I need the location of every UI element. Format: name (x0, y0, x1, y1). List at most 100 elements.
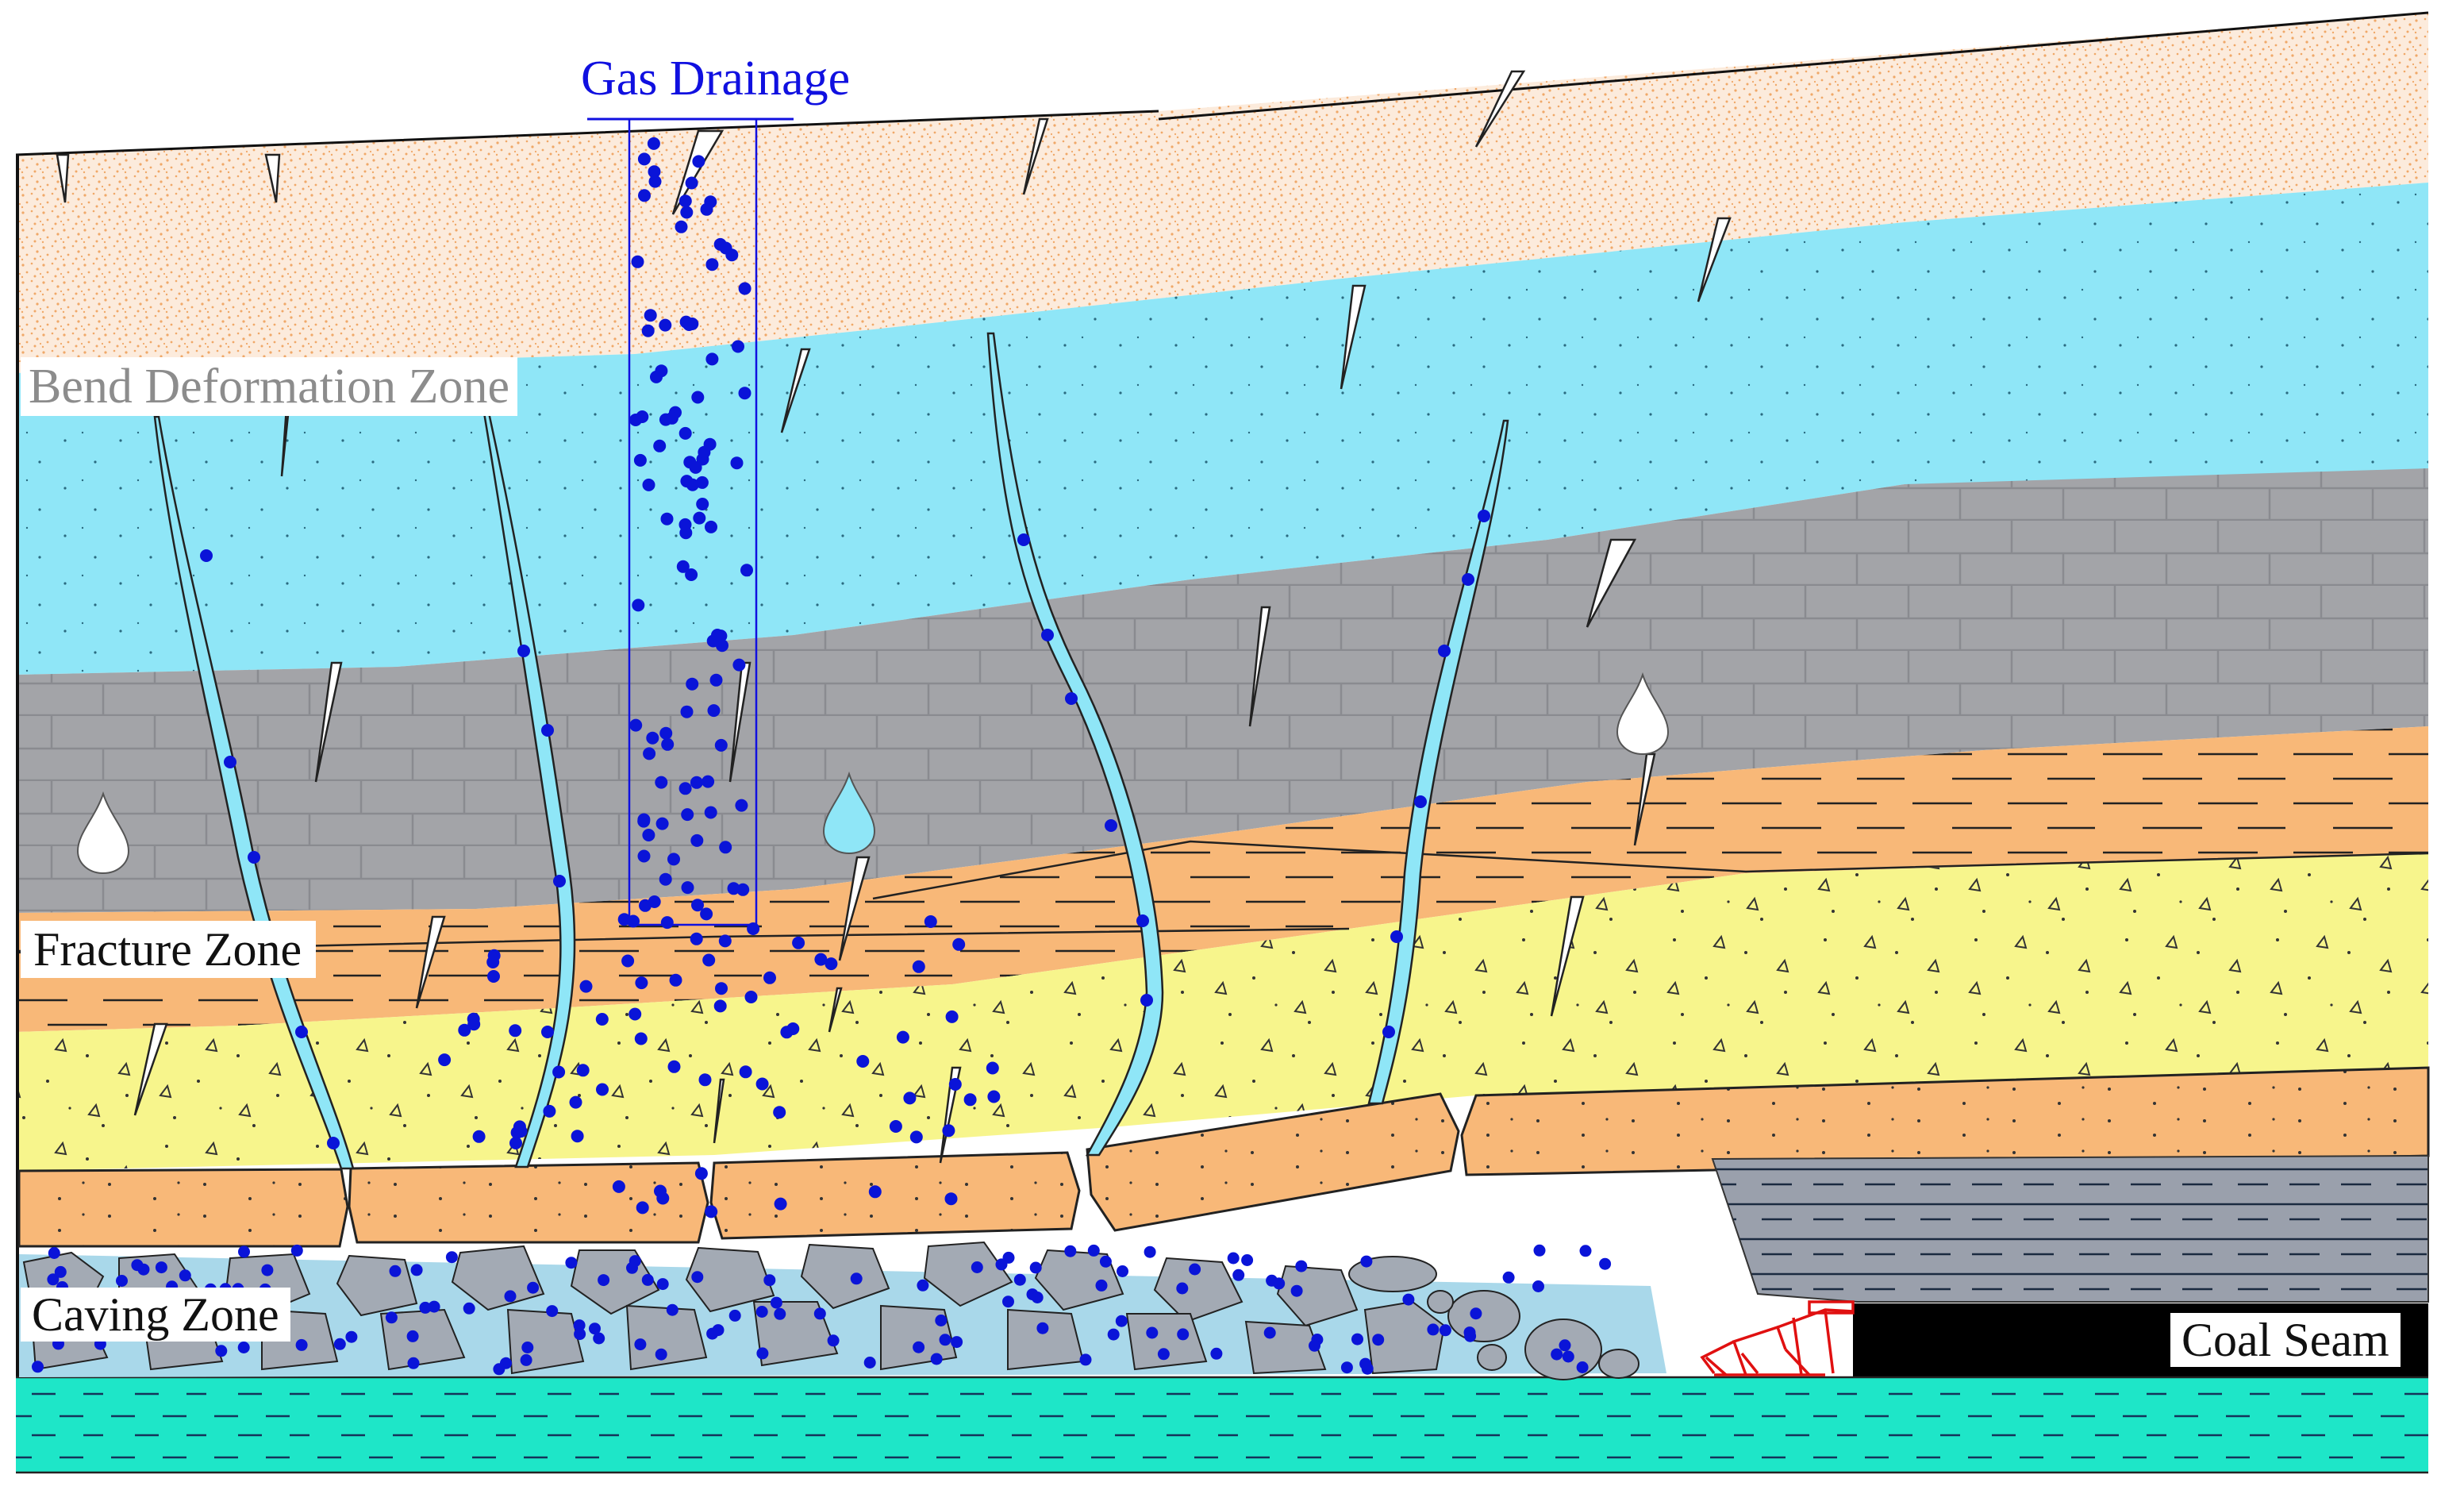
gas-bubble (719, 841, 732, 854)
mudstone-layer (16, 726, 2428, 1032)
gas-bubble (744, 991, 758, 1003)
gas-bubble (1031, 1292, 1044, 1303)
caving-zone-label: Caving Zone (21, 1288, 290, 1342)
gas-bubble (1002, 1295, 1014, 1308)
gas-bubble (546, 1305, 559, 1318)
gas-bubble (633, 453, 647, 467)
gas-bubble (642, 478, 655, 491)
gas-bubble (1372, 1334, 1385, 1346)
gas-bubble (1414, 795, 1427, 808)
gas-bubble (655, 1348, 667, 1361)
gas-bubble (627, 914, 640, 928)
gas-bubble (660, 512, 674, 525)
gas-bubble (732, 658, 746, 672)
gas-bubble (667, 1060, 681, 1073)
gas-bubble (763, 971, 776, 984)
gas-bubble (903, 1091, 917, 1105)
gas-bubble (747, 922, 760, 935)
gas-bubble (1263, 1326, 1276, 1339)
gas-bubble (1273, 1277, 1286, 1290)
gas-bubble (727, 882, 740, 895)
gas-bubble (641, 324, 655, 337)
water-drop-icon (76, 672, 1670, 875)
gas-bubble (678, 518, 692, 531)
gas-bubble (719, 241, 732, 255)
gas-bubble (659, 413, 672, 426)
gas-bubble (637, 849, 651, 863)
gas-bubble (647, 137, 660, 150)
gas-bubble (565, 1257, 578, 1269)
gas-bubble (32, 1361, 44, 1373)
gas-bubble (215, 1345, 228, 1357)
gas-bubble (667, 853, 680, 866)
gas-bubble (659, 872, 672, 886)
gas-bubble (863, 1357, 876, 1369)
gas-bubble (1439, 1324, 1451, 1337)
gas-bubble (1559, 1339, 1571, 1352)
gas-bubble (1017, 533, 1030, 546)
gas-bubble (909, 1130, 923, 1144)
gas-bubble (825, 957, 838, 971)
gas-bubble (632, 599, 645, 612)
gas-bubble (756, 1347, 769, 1360)
gas-bubble (290, 1244, 303, 1257)
gas-bubble (700, 907, 713, 921)
gas-bubble (419, 1301, 432, 1314)
gas-bubble (438, 1053, 452, 1067)
gas-bubble (700, 202, 713, 216)
gas-bubble (850, 1272, 863, 1285)
bend-deformation-zone-label: Bend Deformation Zone (21, 357, 518, 416)
gas-bubble (552, 1065, 566, 1079)
gas-bubble (1144, 1245, 1156, 1258)
gas-bubble (661, 737, 675, 751)
gas-bubble (653, 439, 667, 452)
sandstone-top-layer (16, 13, 2428, 373)
gas-bubble (509, 1137, 522, 1149)
gas-bubble (644, 309, 657, 322)
gas-bubble (656, 1278, 669, 1291)
gas-bubble (942, 1124, 955, 1138)
gas-bubble (410, 1264, 423, 1276)
gas-bubble (1065, 692, 1078, 705)
gas-bubble (389, 1265, 402, 1277)
gas-bubble (1095, 1279, 1108, 1292)
gas-bubble (666, 1303, 678, 1316)
gas-bubble (521, 1342, 534, 1353)
gas-bubble (1036, 1322, 1049, 1334)
gas-bubble (691, 1271, 704, 1284)
gas-bubble (718, 934, 732, 948)
gas-bubble (714, 738, 728, 752)
gas-drainage-borehole (587, 117, 794, 926)
gas-bubble (736, 883, 750, 896)
gas-bubble (715, 982, 728, 995)
gas-bubble (541, 1026, 554, 1038)
gas-bubble (237, 1342, 250, 1353)
gas-bubble (944, 1192, 958, 1206)
dark-slate-layer (1711, 1154, 2429, 1303)
gas-bubble (643, 747, 656, 760)
gas-bubble (407, 1357, 420, 1369)
gas-bubble (827, 1334, 840, 1347)
gas-bubble (621, 954, 635, 968)
gas-bubble (711, 629, 724, 641)
gas-bubble (641, 1273, 654, 1286)
gas-bubble (917, 1279, 929, 1292)
gas-bubble (1382, 1026, 1395, 1038)
gas-bubble (739, 1065, 752, 1079)
gas-bubble (770, 1296, 782, 1309)
gas-bubble (856, 1055, 870, 1068)
upper-boundary-line (15, 11, 2429, 156)
gas-bubble (930, 1353, 943, 1365)
gas-bubble (691, 391, 705, 404)
gas-bubble (1390, 930, 1403, 943)
gas-bubble (1576, 1361, 1589, 1373)
gas-bubble (1079, 1353, 1092, 1366)
gas-bubble (659, 318, 672, 332)
gas-bubble (707, 704, 721, 718)
gas-bubble (705, 1205, 718, 1218)
hydraulic-support-icon (1700, 1300, 1855, 1376)
gas-bubble (786, 1022, 800, 1035)
gas-bubble (868, 1185, 882, 1199)
gas-bubble (509, 1024, 522, 1038)
gas-bubble (1351, 1333, 1363, 1345)
